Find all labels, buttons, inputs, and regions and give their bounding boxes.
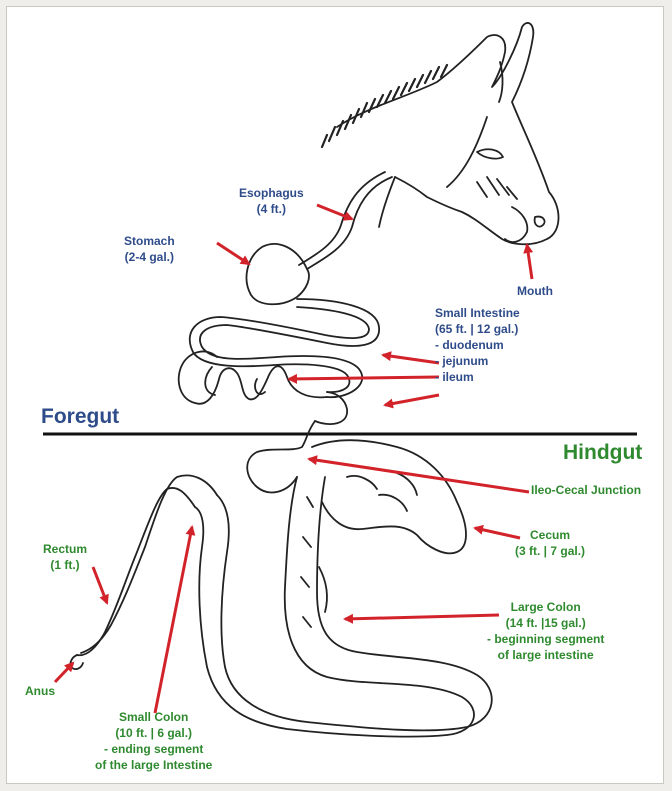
cecum-label: Cecum (3 ft. | 7 gal.) <box>515 527 585 559</box>
mouth-label: Mouth <box>517 283 553 299</box>
diagram-frame: Foregut Hindgut Esophagus (4 ft.) Stomac… <box>6 6 664 784</box>
rectum-label: Rectum (1 ft.) <box>43 541 87 573</box>
esophagus-label: Esophagus (4 ft.) <box>239 185 304 217</box>
small-colon-label: Small Colon (10 ft. | 6 gal.) - ending s… <box>95 709 212 773</box>
arrow-small-colon <box>155 527 192 713</box>
arrow-mouth <box>527 245 532 279</box>
arrow-ileo-cecal-junction <box>309 459 529 492</box>
arrow-esophagus <box>317 205 352 219</box>
arrow-jejunum <box>289 377 439 379</box>
annotation-arrows <box>55 205 532 713</box>
arrow-rectum <box>93 567 107 603</box>
arrow-cecum <box>475 528 520 538</box>
large-colon-label: Large Colon (14 ft. |15 gal.) - beginnin… <box>487 599 604 663</box>
arrow-anus <box>55 663 73 682</box>
arrow-stomach <box>217 243 249 264</box>
small-intestine-label: Small Intestine (65 ft. | 12 gal.) - duo… <box>435 305 520 385</box>
anus-label: Anus <box>25 683 55 699</box>
ileo-cecal-junction-label: Ileo-Cecal Junction <box>531 482 641 498</box>
foregut-heading: Foregut <box>41 405 119 429</box>
hindgut-heading: Hindgut <box>563 441 642 465</box>
digestive-tract-illustration <box>7 7 664 784</box>
arrow-duodenum <box>383 355 439 363</box>
arrow-ileum <box>385 395 439 405</box>
arrow-large-colon <box>345 615 499 619</box>
hindgut-tract-sketch <box>70 421 491 737</box>
stomach-label: Stomach (2-4 gal.) <box>124 233 175 265</box>
